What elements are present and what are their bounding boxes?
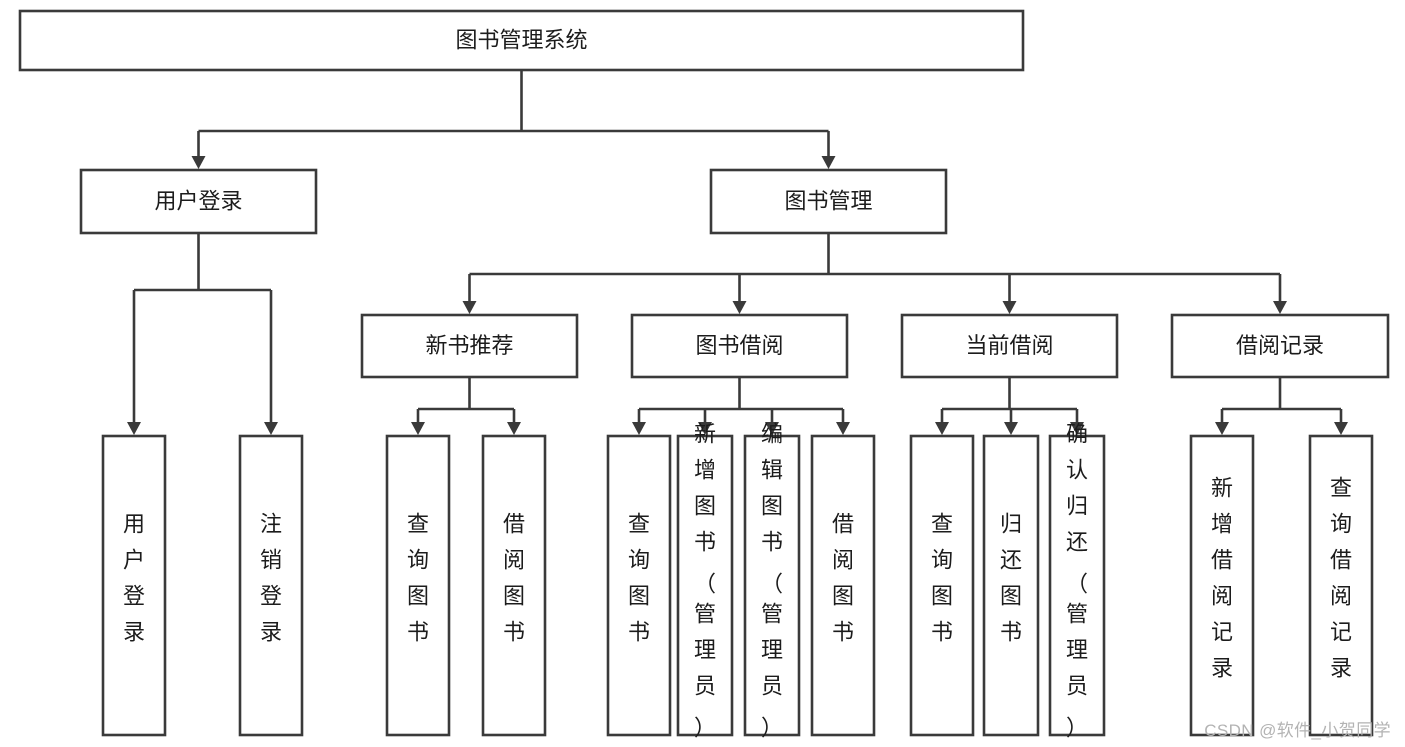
- node-label-leaf-query-borrow-record: 查询借阅记录: [1330, 476, 1352, 681]
- node-box-leaf-add-borrow-record: [1189, 434, 1255, 737]
- node-user-login[interactable]: 用户登录: [79, 168, 318, 235]
- node-box-borrow-record: [1170, 313, 1390, 379]
- node-book-borrow[interactable]: 图书借阅: [630, 313, 849, 379]
- node-box-leaf-query-book-rec: [385, 434, 451, 737]
- arrowhead-icon: [698, 422, 712, 435]
- node-label-book-manage: 图书管理: [784, 188, 872, 213]
- arrowhead-icon: [1070, 422, 1084, 435]
- edge-group-current-borrow: [935, 377, 1084, 435]
- node-leaf-user-login[interactable]: 用户登录: [101, 434, 167, 737]
- node-box-leaf-query-borrow-record: [1308, 434, 1374, 737]
- node-box-leaf-borrow-book: [810, 434, 876, 737]
- node-label-leaf-query-book-rec: 查询图书: [407, 512, 429, 645]
- node-label-root: 图书管理系统: [455, 27, 587, 52]
- node-box-leaf-add-book: [676, 434, 734, 737]
- node-leaf-query-borrow-record[interactable]: 查询借阅记录: [1308, 434, 1374, 737]
- arrowhead-icon: [632, 422, 646, 435]
- edge-group-book-manage: [462, 233, 1287, 314]
- node-leaf-user-logout[interactable]: 注销登录: [238, 434, 304, 737]
- node-label-leaf-user-login: 用户登录: [123, 512, 145, 645]
- node-leaf-query-book-current[interactable]: 查询图书: [909, 434, 975, 737]
- node-new-book-rec[interactable]: 新书推荐: [360, 313, 579, 379]
- arrowhead-icon: [1273, 301, 1287, 314]
- node-label-leaf-borrow-book: 借阅图书: [832, 512, 854, 645]
- node-box-current-borrow: [900, 313, 1119, 379]
- node-leaf-add-book[interactable]: 新增图书（管理员）: [676, 422, 734, 741]
- node-box-leaf-return-book: [982, 434, 1040, 737]
- node-box-leaf-confirm-return: [1048, 434, 1106, 737]
- node-box-root: [18, 9, 1025, 72]
- node-box-leaf-query-book-current: [909, 434, 975, 737]
- connector-layer: [127, 70, 1348, 435]
- node-label-book-borrow: 图书借阅: [695, 333, 783, 358]
- node-box-leaf-borrow-book-rec: [481, 434, 547, 737]
- edge-group-borrow-record: [1215, 377, 1348, 435]
- node-label-new-book-rec: 新书推荐: [425, 333, 513, 358]
- node-leaf-query-book-borrow[interactable]: 查询图书: [606, 434, 672, 737]
- node-label-leaf-add-borrow-record: 新增借阅记录: [1211, 476, 1233, 681]
- arrowhead-icon: [507, 422, 521, 435]
- node-label-leaf-return-book: 归还图书: [1000, 512, 1022, 645]
- node-box-book-borrow: [630, 313, 849, 379]
- node-leaf-query-book-rec[interactable]: 查询图书: [385, 434, 451, 737]
- node-label-leaf-query-book-borrow: 查询图书: [628, 512, 650, 645]
- node-leaf-borrow-book-rec[interactable]: 借阅图书: [481, 434, 547, 737]
- node-root[interactable]: 图书管理系统: [18, 9, 1025, 72]
- edge-group-book-borrow: [632, 377, 850, 435]
- arrowhead-icon: [1334, 422, 1348, 435]
- node-leaf-borrow-book[interactable]: 借阅图书: [810, 434, 876, 737]
- node-layer: 图书管理系统用户登录图书管理新书推荐图书借阅当前借阅借阅记录用户登录注销登录查询…: [18, 9, 1390, 741]
- node-label-leaf-user-logout: 注销登录: [260, 512, 282, 645]
- node-label-leaf-query-book-current: 查询图书: [931, 512, 953, 645]
- node-current-borrow[interactable]: 当前借阅: [900, 313, 1119, 379]
- node-leaf-add-borrow-record[interactable]: 新增借阅记录: [1189, 434, 1255, 737]
- node-box-new-book-rec: [360, 313, 579, 379]
- edge-group-root: [191, 70, 836, 169]
- arrowhead-icon: [411, 422, 425, 435]
- arrowhead-icon: [462, 301, 477, 314]
- arrowhead-icon: [1004, 422, 1018, 435]
- node-label-borrow-record: 借阅记录: [1236, 333, 1324, 358]
- node-box-leaf-edit-book: [743, 434, 801, 737]
- arrowhead-icon: [765, 422, 779, 435]
- node-book-manage[interactable]: 图书管理: [709, 168, 948, 235]
- edge-group-user-login: [127, 233, 278, 435]
- node-box-user-login: [79, 168, 318, 235]
- arrowhead-icon: [1215, 422, 1229, 435]
- arrowhead-icon: [191, 156, 206, 169]
- node-label-leaf-borrow-book-rec: 借阅图书: [503, 512, 525, 645]
- node-label-current-borrow: 当前借阅: [965, 333, 1053, 358]
- arrowhead-icon: [1002, 301, 1017, 314]
- node-leaf-confirm-return[interactable]: 确认归还（管理员）: [1048, 422, 1106, 741]
- node-borrow-record[interactable]: 借阅记录: [1170, 313, 1390, 379]
- arrowhead-icon: [264, 422, 278, 435]
- arrowhead-icon: [935, 422, 949, 435]
- node-box-book-manage: [709, 168, 948, 235]
- node-label-leaf-edit-book: 编辑图书（管理员）: [761, 422, 783, 741]
- edge-group-new-book-rec: [411, 377, 521, 435]
- node-leaf-edit-book[interactable]: 编辑图书（管理员）: [743, 422, 801, 741]
- node-box-leaf-user-logout: [238, 434, 304, 737]
- node-leaf-return-book[interactable]: 归还图书: [982, 434, 1040, 737]
- node-label-leaf-add-book: 新增图书（管理员）: [694, 422, 716, 741]
- node-label-user-login: 用户登录: [154, 188, 242, 213]
- arrowhead-icon: [732, 301, 747, 314]
- arrowhead-icon: [821, 156, 836, 169]
- node-label-leaf-confirm-return: 确认归还（管理员）: [1066, 422, 1088, 741]
- arrowhead-icon: [127, 422, 141, 435]
- node-box-leaf-user-login: [101, 434, 167, 737]
- arrowhead-icon: [836, 422, 850, 435]
- node-box-leaf-query-book-borrow: [606, 434, 672, 737]
